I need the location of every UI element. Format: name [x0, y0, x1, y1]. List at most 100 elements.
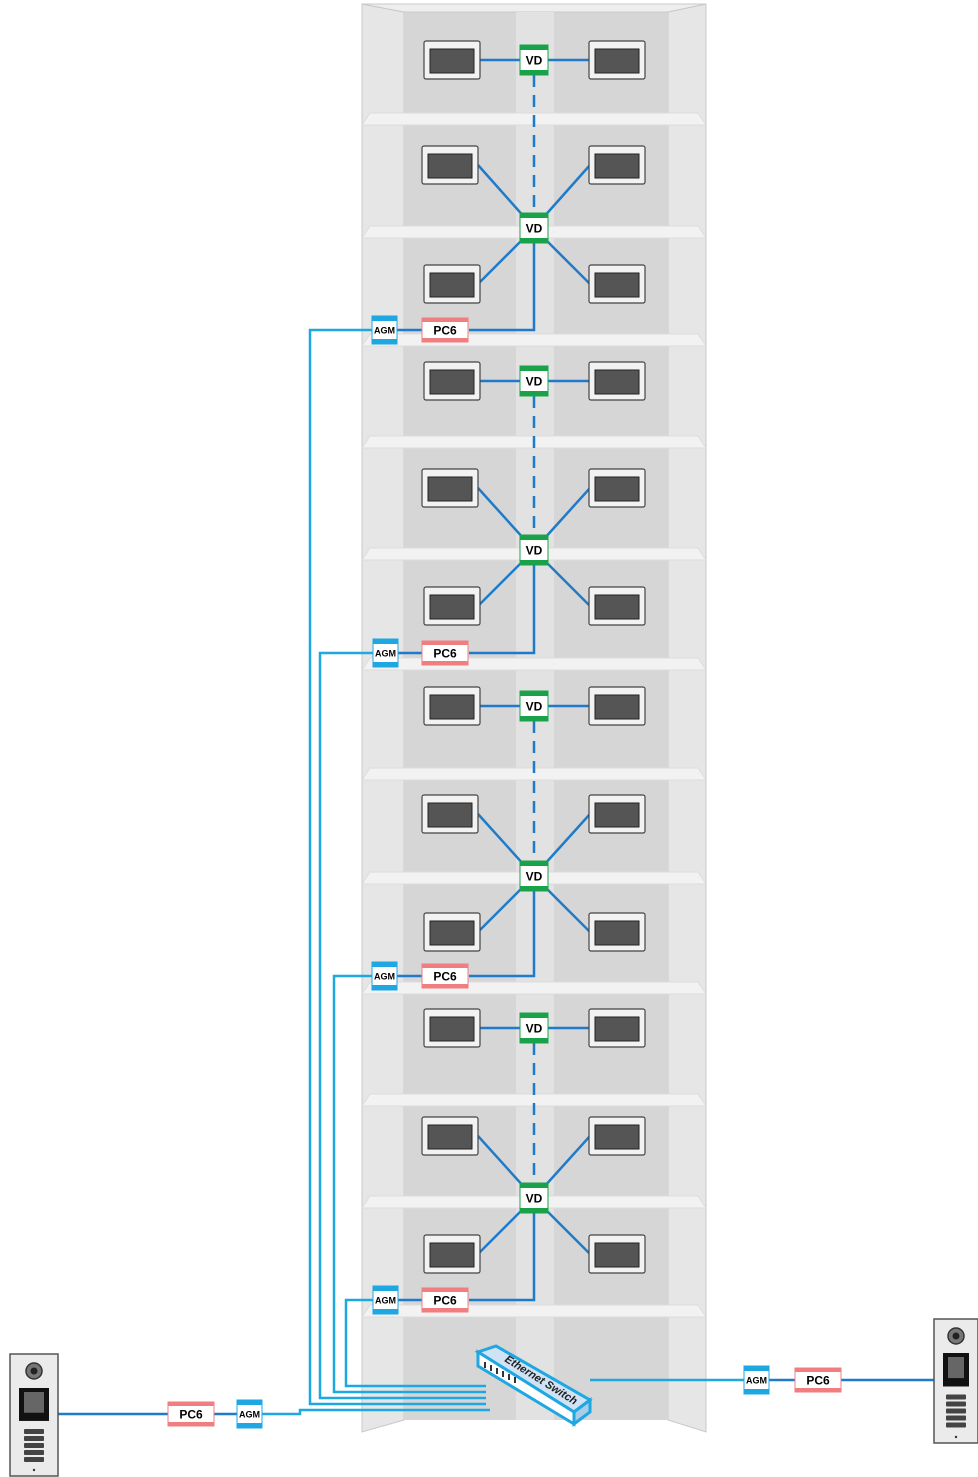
backbone-cabling [308, 328, 486, 1406]
pc6-top-band [422, 1288, 468, 1292]
vd-label: VD [526, 700, 543, 714]
vd-bottom-band [520, 391, 548, 396]
indoor-monitor [423, 1234, 481, 1274]
vd-bottom-band [520, 70, 548, 75]
keypad-key [946, 1394, 966, 1400]
door-entry-panel-right [933, 1318, 978, 1444]
vd-cable [469, 243, 536, 332]
floor-group: VD VD PC6 AGM [371, 686, 646, 991]
pc6-bottom-band [422, 984, 468, 988]
agm-top-band [373, 1286, 398, 1291]
indoor-monitor [421, 145, 479, 185]
indoor-monitor [588, 145, 646, 185]
agm-label: AGM [374, 326, 395, 336]
pc6-label: PC6 [433, 324, 457, 338]
monitor-screen [594, 802, 640, 828]
monitor-screen [594, 476, 640, 502]
monitor-screen [594, 594, 640, 620]
vd-label: VD [526, 375, 543, 389]
vd-top-band [520, 1183, 548, 1188]
monitor-screen [594, 920, 640, 946]
pc6-label: PC6 [433, 970, 457, 984]
monitor-screen [429, 369, 475, 395]
vd-bottom-band [520, 1038, 548, 1043]
agm-label: AGM [239, 1410, 260, 1420]
backbone-cable [344, 1298, 486, 1388]
monitor-screen [594, 1242, 640, 1268]
vd-top-band [520, 691, 548, 696]
backbone-cable [262, 1408, 490, 1416]
vd-top-band [520, 366, 548, 371]
agm-top-band [372, 962, 397, 967]
indoor-monitor [423, 686, 481, 726]
monitor-screen [594, 48, 640, 74]
monitor-screen [429, 48, 475, 74]
agm-top-band [744, 1366, 769, 1371]
keypad-key [24, 1442, 44, 1448]
pc6-box: PC6 [167, 1401, 215, 1427]
indoor-monitor [423, 586, 481, 626]
indoor-monitor [588, 361, 646, 401]
agm-bottom-band [373, 1309, 398, 1314]
agm-label: AGM [375, 1296, 396, 1306]
indoor-monitor [588, 686, 646, 726]
monitor-screen [594, 369, 640, 395]
vd-top-band [520, 45, 548, 50]
vd-label: VD [526, 870, 543, 884]
camera-lens-icon [952, 1332, 960, 1340]
backbone-cable [318, 651, 486, 1400]
pc6-label: PC6 [806, 1374, 830, 1388]
agm-top-band [372, 316, 397, 321]
monitor-screen [594, 1124, 640, 1150]
indoor-monitor [588, 264, 646, 304]
indoor-monitor [423, 40, 481, 80]
monitor-screen [429, 1016, 475, 1042]
agm-bottom-band [744, 1389, 769, 1394]
pc6-box: PC6 [421, 1287, 469, 1313]
vd-top-band [520, 213, 548, 218]
indoor-monitor [423, 361, 481, 401]
indoor-monitor [588, 912, 646, 952]
pc6-box: PC6 [421, 317, 469, 343]
vd-box: VD [519, 44, 549, 76]
panel-led [32, 1468, 36, 1472]
agm-bottom-band [372, 339, 397, 344]
monitor-screen [429, 1242, 475, 1268]
pc6-top-band [422, 318, 468, 322]
vd-bottom-band [520, 886, 548, 891]
monitor-screen [427, 802, 473, 828]
indoor-monitor [588, 1234, 646, 1274]
floor-slab [361, 1093, 707, 1107]
agm-box: AGM [371, 315, 398, 345]
vd-box: VD [519, 1182, 549, 1214]
indoor-monitor [588, 1116, 646, 1156]
building-left-wall [361, 3, 405, 1433]
keypad-key [24, 1435, 44, 1441]
vd-cable [469, 1213, 536, 1302]
monitor-screen [594, 153, 640, 179]
pc6-bottom-band [168, 1422, 214, 1426]
vd-bottom-band [520, 1208, 548, 1213]
vd-box: VD [519, 690, 549, 722]
indoor-monitor [588, 468, 646, 508]
backbone-cable [332, 974, 486, 1394]
indoor-monitor [588, 1008, 646, 1048]
indoor-monitor [421, 468, 479, 508]
monitor-screen [429, 272, 475, 298]
floor-slab [361, 1304, 707, 1318]
indoor-monitor [421, 1116, 479, 1156]
pc6-box: PC6 [421, 963, 469, 989]
keypad-key [24, 1449, 44, 1455]
ethernet-switch-ports [484, 1362, 516, 1383]
vd-label: VD [526, 1022, 543, 1036]
indoor-monitor [588, 586, 646, 626]
vd-box: VD [519, 534, 549, 566]
agm-label: AGM [375, 649, 396, 659]
agm-box: AGM [236, 1399, 263, 1429]
floor-slab [361, 657, 707, 671]
pc6-top-band [795, 1368, 841, 1372]
pc6-box: PC6 [794, 1367, 842, 1393]
agm-box: AGM [371, 961, 398, 991]
